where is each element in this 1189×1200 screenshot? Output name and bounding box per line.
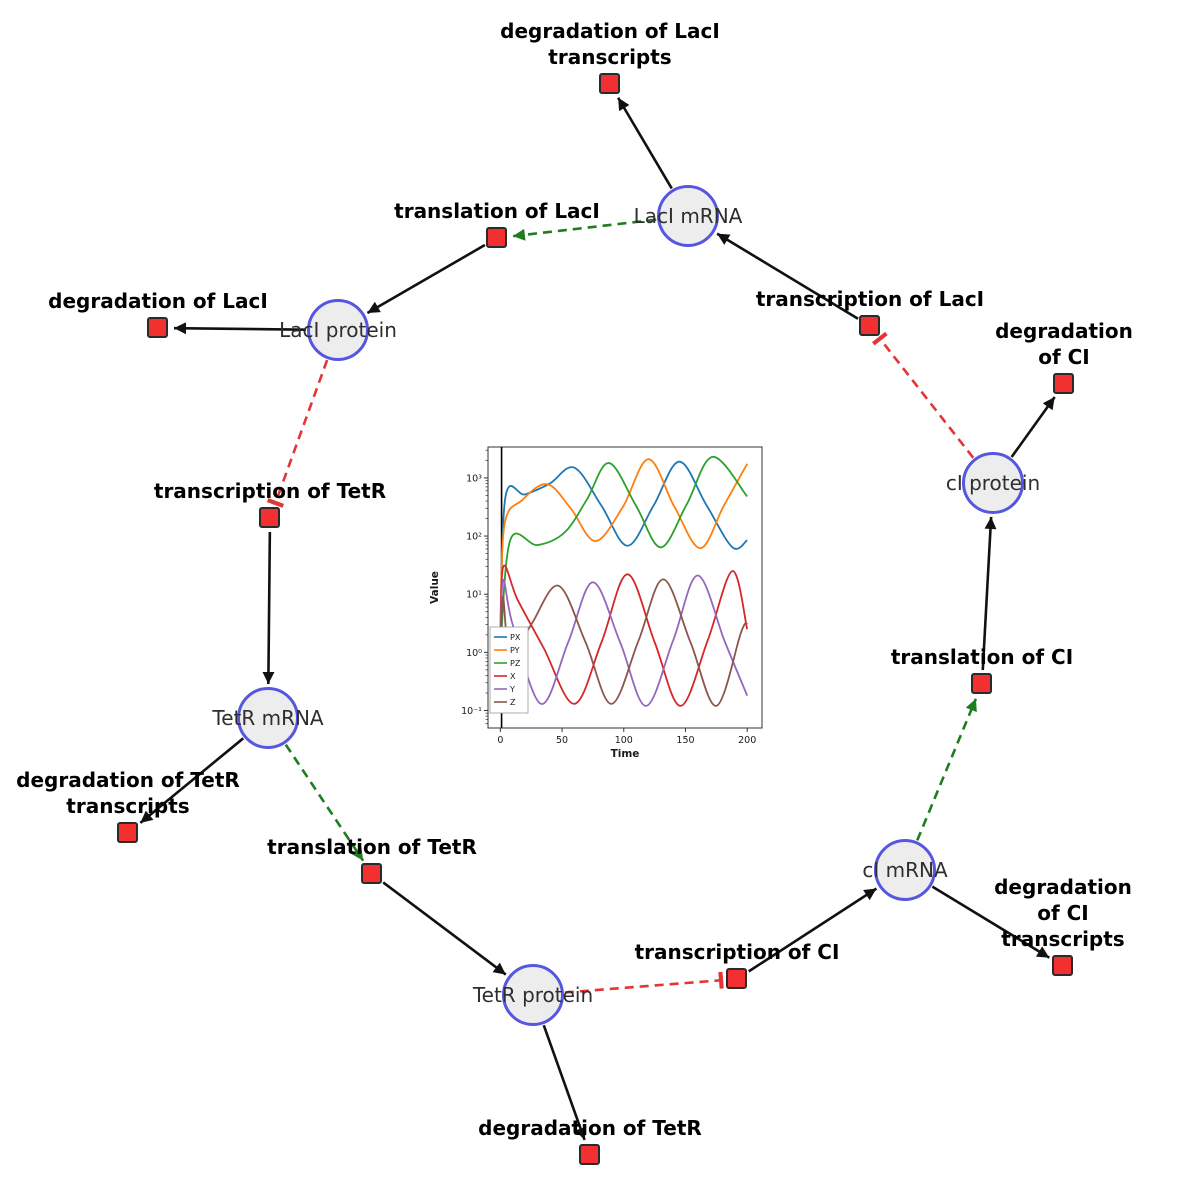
y-tick-label: 10²	[466, 532, 482, 543]
species-label-ci_protein: cI protein	[945, 471, 1041, 495]
edge-production-transcription_ci-ci_mrna	[748, 887, 878, 973]
legend-entry-X: X	[510, 672, 516, 681]
x-axis-label: Time	[611, 748, 640, 760]
edge-consumption-ci_mrna-deg_ci_tx	[931, 885, 1051, 959]
reaction-node-transcription_ci	[726, 968, 747, 989]
series-line-Y	[499, 574, 749, 707]
reaction-label-translation_ci: translation of CI	[890, 645, 1074, 669]
legend-entry-PY: PY	[510, 646, 520, 655]
x-tick-label: 100	[615, 735, 633, 746]
legend-box	[489, 626, 529, 714]
edge-production-translation_tetr-tetr_protein	[382, 881, 507, 976]
y-axis-label: Value	[429, 571, 441, 604]
species-node-ci_protein	[962, 452, 1024, 514]
reaction-node-transcription_laci	[859, 315, 880, 336]
y-tick-label: 10⁰	[466, 648, 482, 659]
species-label-tetr_mrna: TetR mRNA	[212, 706, 324, 730]
species-node-laci_mrna	[657, 185, 719, 247]
reaction-node-deg_ci_tx	[1052, 955, 1073, 976]
edge-consumption-tetr_protein-deg_tetr	[542, 1024, 587, 1141]
plot-frame	[487, 446, 763, 729]
species-label-tetr_protein: TetR protein	[472, 983, 594, 1007]
species-node-laci_protein	[307, 299, 369, 361]
species-label-laci_mrna: LacI mRNA	[633, 204, 743, 228]
species-label-laci_protein: LacI protein	[279, 318, 397, 342]
reaction-node-translation_tetr	[361, 863, 382, 884]
edge-modifier-tetr_mrna-translation_tetr	[284, 743, 365, 862]
x-tick-label: 200	[738, 735, 756, 746]
y-tick-label: 10⁻¹	[461, 706, 482, 717]
reaction-label-deg_ci: degradation of CI	[995, 319, 1133, 369]
series-line-PX	[499, 460, 748, 653]
edge-consumption-laci_mrna-deg_laci_tx	[617, 97, 673, 190]
reaction-node-transcription_tetr	[259, 507, 280, 528]
reaction-node-deg_laci_tx	[599, 73, 620, 94]
y-tick-label: 10³	[466, 473, 482, 484]
legend-entry-Z: Z	[510, 698, 516, 707]
reaction-label-deg_ci_tx: degradation of CI transcripts	[994, 875, 1132, 951]
species-node-tetr_mrna	[237, 687, 299, 749]
edge-consumption-ci_protein-deg_ci	[1010, 396, 1056, 458]
legend-entry-Y: Y	[509, 685, 515, 694]
y-tick-label: 10¹	[466, 590, 482, 601]
reaction-node-deg_tetr	[579, 1144, 600, 1165]
reaction-node-translation_laci	[486, 227, 507, 248]
edge-consumption-laci_protein-deg_laci	[173, 322, 307, 335]
series-line-PZ	[499, 455, 748, 653]
edge-production-transcription_laci-laci_mrna	[716, 232, 859, 320]
reaction-node-deg_laci	[147, 317, 168, 338]
legend-entry-PX: PX	[510, 633, 521, 642]
x-tick-label: 50	[556, 735, 568, 746]
edge-inhibition-laci_protein-transcription_tetr	[266, 359, 329, 508]
edge-modifier-laci_mrna-translation_laci	[512, 218, 657, 241]
x-tick-label: 150	[676, 735, 694, 746]
reaction-node-deg_tetr_tx	[117, 822, 138, 843]
legend-entry-PZ: PZ	[510, 659, 521, 668]
edge-production-translation_ci-ci_protein	[981, 516, 997, 671]
edge-production-transcription_tetr-tetr_mrna	[262, 531, 275, 685]
species-label-ci_mrna: cI mRNA	[862, 858, 948, 882]
reaction-label-deg_tetr: degradation of TetR	[478, 1116, 702, 1140]
reaction-label-transcription_tetr: transcription of TetR	[153, 479, 387, 503]
edge-consumption-tetr_mrna-deg_tetr_tx	[139, 737, 245, 824]
reaction-label-transcription_ci: transcription of CI	[634, 940, 840, 964]
edge-inhibition-tetr_protein-transcription_ci	[564, 971, 724, 994]
reaction-label-deg_laci_tx: degradation of LacI transcripts	[500, 19, 720, 69]
reaction-label-translation_laci: translation of LacI	[394, 199, 600, 223]
reaction-node-deg_ci	[1053, 373, 1074, 394]
reaction-label-deg_tetr_tx: degradation of TetR transcripts	[16, 768, 240, 818]
x-tick-label: 0	[497, 735, 503, 746]
reaction-label-deg_laci: degradation of LacI	[48, 289, 268, 313]
reaction-node-translation_ci	[971, 673, 992, 694]
series-line-PY	[499, 458, 748, 653]
reaction-label-transcription_laci: transcription of LacI	[755, 287, 985, 311]
species-node-ci_mrna	[874, 839, 936, 901]
species-node-tetr_protein	[502, 964, 564, 1026]
edge-inhibition-ci_protein-transcription_laci	[872, 331, 975, 459]
series-line-X	[499, 564, 749, 707]
edge-production-translation_laci-laci_protein	[366, 243, 486, 315]
reaction-label-translation_tetr: translation of TetR	[267, 835, 477, 859]
edge-modifier-ci_mrna-translation_ci	[916, 698, 978, 841]
